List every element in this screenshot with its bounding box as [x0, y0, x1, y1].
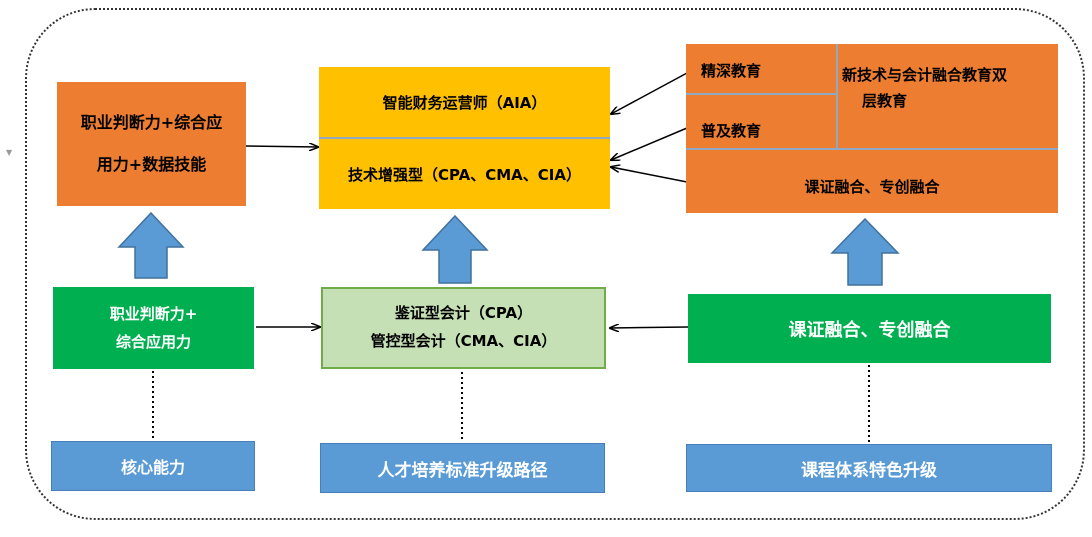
arrow-left-to-center-top: [245, 146, 318, 147]
middle-left-line1: 职业判断力+: [109, 304, 198, 323]
middle-center-line1: 鉴证型会计（CPA）: [394, 304, 533, 323]
middle-right-box: 课证融合、专创融合: [688, 294, 1051, 363]
popular-education-label: 普及教育: [701, 122, 762, 140]
new-tech-line2: 层教育: [862, 92, 908, 110]
collapse-marker-icon: ▼: [6, 148, 13, 157]
up-arrow-left: [117, 211, 185, 279]
top-right-box: 精深教育 普及教育 新技术与会计融合教育双 层教育 课证融合、专创融合: [686, 44, 1058, 213]
middle-left-line2: 综合应用力: [115, 333, 191, 351]
deep-education-label: 精深教育: [701, 62, 762, 80]
top-left-box: 职业判断力+综合应 用力+数据技能: [57, 82, 246, 206]
top-center-box: 智能财务运营师（AIA） 技术增强型（CPA、CMA、CIA）: [319, 67, 610, 209]
curriculum-upgrade-label: 课程体系特色升级: [801, 460, 937, 481]
bottom-center-box: 人才培养标准升级路径: [320, 443, 605, 493]
middle-left-box: 职业判断力+ 综合应用力: [53, 287, 254, 369]
talent-path-label: 人才培养标准升级路径: [377, 460, 548, 481]
popular-education-cell: 普及教育: [686, 95, 838, 148]
up-arrow-center: [421, 214, 489, 284]
middle-center-line2: 管控型会计（CMA、CIA）: [370, 332, 557, 350]
arrow-popular-to-enhanced: [611, 127, 688, 160]
arrow-fusion-to-enhanced: [611, 167, 688, 183]
arrow-deep-to-aia: [611, 72, 688, 114]
deep-education-cell: 精深教育: [686, 44, 838, 95]
enhanced-label: 技术增强型（CPA、CMA、CIA）: [348, 165, 581, 184]
dotted-frame: [25, 8, 1085, 520]
top-left-line2: 用力+数据技能: [96, 155, 207, 174]
core-ability-label: 核心能力: [120, 458, 185, 477]
up-arrow-right: [830, 217, 900, 286]
arrow-right-to-center-mid: [610, 327, 689, 328]
middle-center-box: 鉴证型会计（CPA） 管控型会计（CMA、CIA）: [321, 287, 606, 369]
bottom-right-box: 课程体系特色升级: [686, 444, 1052, 492]
top-left-line1: 职业判断力+综合应: [80, 113, 223, 133]
middle-right-label: 课证融合、专创融合: [788, 319, 951, 341]
bottom-left-box: 核心能力: [51, 441, 255, 491]
new-tech-cell: 新技术与会计融合教育双 层教育: [838, 44, 1058, 148]
new-tech-line1: 新技术与会计融合教育双: [842, 66, 1008, 84]
fusion-cell: 课证融合、专创融合: [686, 148, 1058, 213]
fusion-label: 课证融合、专创融合: [804, 178, 940, 196]
aia-label: 智能财务运营师（AIA）: [319, 67, 610, 139]
